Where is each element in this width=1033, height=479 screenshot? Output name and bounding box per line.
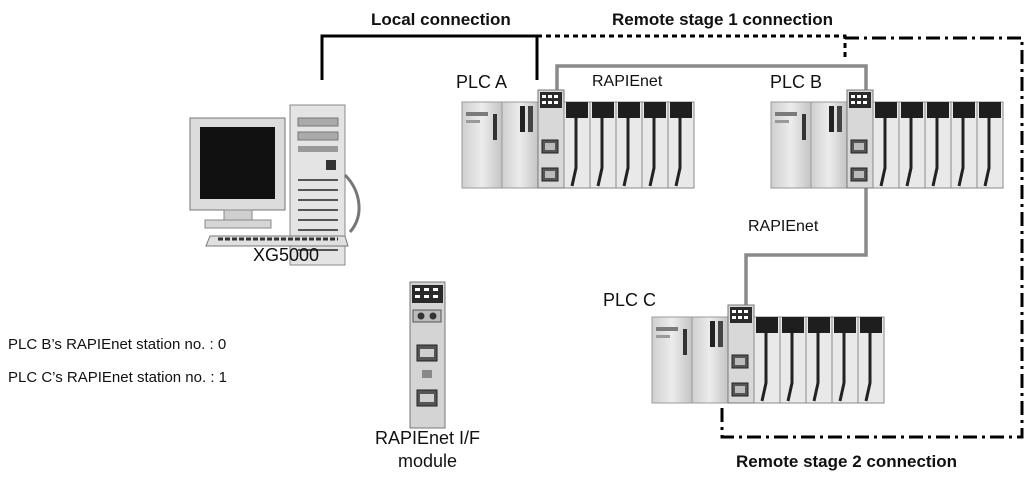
remote-stage-1-line — [537, 34, 847, 60]
plc-b-label: PLC B — [770, 72, 823, 92]
remote-stage-2-label: Remote stage 2 connection — [736, 452, 958, 471]
xg5000-label: XG5000 — [253, 245, 320, 265]
remote-stage-2-line — [720, 36, 1024, 439]
module-label-line2: module — [397, 451, 458, 471]
rapienet-link-bc — [744, 185, 868, 318]
plc-c-station-note: PLC C’s RAPIEnet station no. : 1 — [8, 369, 228, 386]
remote-stage-1-label: Remote stage 1 connection — [612, 10, 834, 29]
local-connection-line — [320, 34, 539, 80]
rapienet-if-module-icon — [409, 281, 446, 429]
module-label-line1: RAPIEnet I/F — [374, 428, 481, 448]
plc-c-label: PLC C — [603, 290, 657, 310]
local-connection-label: Local connection — [371, 10, 511, 29]
plc-c-rack — [650, 303, 886, 405]
plc-b-rack — [769, 88, 1005, 190]
plc-a-label: PLC A — [456, 72, 508, 92]
plc-b-station-note: PLC B’s RAPIEnet station no. : 0 — [8, 336, 227, 353]
rapienet-bc-label: RAPIEnet — [748, 218, 819, 235]
plc-a-rack — [460, 88, 696, 190]
pc-computer-icon — [189, 104, 361, 266]
rapienet-ab-label: RAPIEnet — [592, 73, 663, 90]
rapienet-link-ab — [555, 64, 868, 100]
